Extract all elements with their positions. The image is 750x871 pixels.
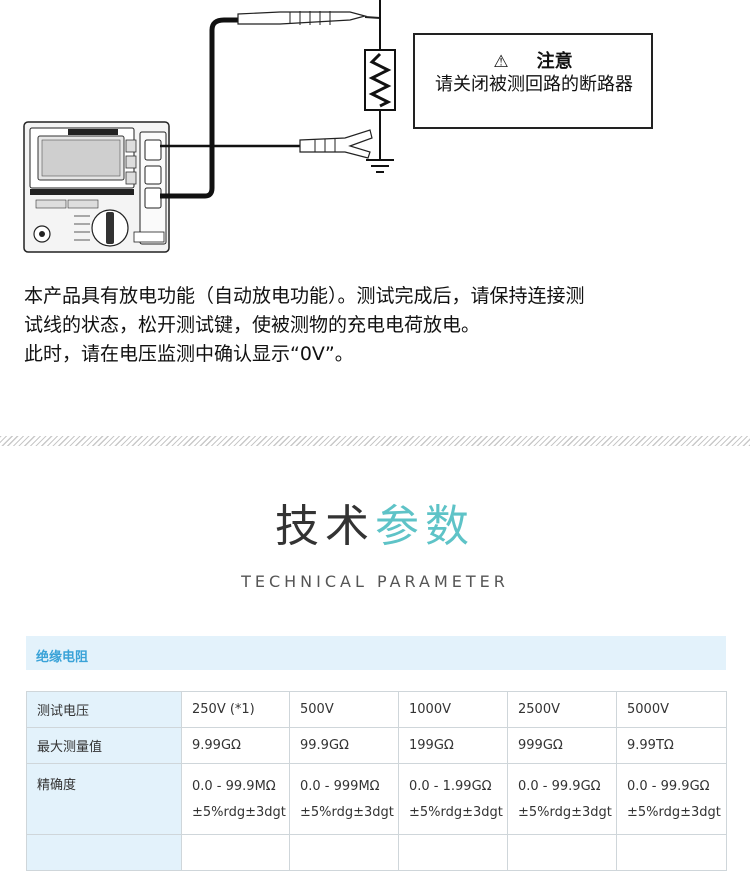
table-row: 精确度 0.0 - 99.9MΩ ±5%rdg±3dgt 0.0 - 999MΩ ±… <box>26 763 727 835</box>
table-cell: 2500V <box>507 691 617 728</box>
table-cell: 199GΩ <box>398 727 508 764</box>
range-text: 0.0 - 999MΩ <box>300 779 380 794</box>
warning-note-box: ⚠ 注意 请关闭被测回路的断路器 <box>413 33 653 129</box>
ground-symbol <box>366 159 394 173</box>
description-line: 试线的状态，松开测试键，使被测物的充电电荷放电。 <box>24 314 481 336</box>
section-title: 技术参数 <box>0 497 750 557</box>
table-cell: 500V <box>289 691 399 728</box>
table-cell: 99.9GΩ <box>289 727 399 764</box>
test-probe <box>237 11 381 25</box>
description-line: 此时，请在电压监测中确认显示“0V”。 <box>24 343 354 365</box>
row-label: 测试电压 <box>26 691 182 728</box>
table-cell <box>507 834 617 871</box>
table-cell <box>289 834 399 871</box>
resistor-symbol <box>364 49 396 111</box>
range-text: 0.0 - 99.9GΩ <box>627 779 710 794</box>
table-cell: 0.0 - 999MΩ ±5%rdg±3dgt <box>289 763 399 835</box>
warning-note-title: ⚠ 注意 <box>415 47 651 73</box>
section-title-part1: 技术 <box>275 501 375 552</box>
table-cell: 9.99GΩ <box>181 727 290 764</box>
warning-note-body: 请关闭被测回路的断路器 <box>435 74 633 95</box>
parameter-table: 测试电压 250V (*1) 500V 1000V 2500V 5000V 最大… <box>26 691 727 871</box>
row-label: 最大测量值 <box>26 727 182 764</box>
table-cell: 250V (*1) <box>181 691 290 728</box>
category-bar: 绝缘电阻 <box>26 636 726 670</box>
accuracy-text: ±5%rdg±3dgt <box>300 805 394 820</box>
warning-triangle-icon: ⚠ <box>493 52 509 72</box>
table-row <box>26 834 727 871</box>
table-cell <box>398 834 508 871</box>
alligator-clip <box>299 129 373 159</box>
section-subtitle: TECHNICAL PARAMETER <box>241 572 509 591</box>
table-cell: 0.0 - 99.9GΩ ±5%rdg±3dgt <box>507 763 617 835</box>
range-text: 0.0 - 99.9MΩ <box>192 779 276 794</box>
table-row: 最大测量值 9.99GΩ 99.9GΩ 199GΩ 999GΩ 9.99TΩ <box>26 727 727 764</box>
wiring-diagram <box>23 0 396 253</box>
hatched-divider <box>0 436 750 446</box>
accuracy-text: ±5%rdg±3dgt <box>518 805 612 820</box>
table-cell: 9.99TΩ <box>616 727 727 764</box>
accuracy-text: ±5%rdg±3dgt <box>627 805 721 820</box>
table-cell: 1000V <box>398 691 508 728</box>
discharge-description: 本产品具有放电功能（自动放电功能）。测试完成后，请保持连接测 试线的状态，松开测… <box>24 282 684 369</box>
row-label <box>26 834 182 871</box>
range-text: 0.0 - 1.99GΩ <box>409 779 492 794</box>
note-title-text: 注意 <box>536 51 573 72</box>
high-voltage-lead <box>160 17 240 199</box>
table-cell <box>181 834 290 871</box>
table-cell: 0.0 - 99.9GΩ ±5%rdg±3dgt <box>616 763 727 835</box>
description-line: 本产品具有放电功能（自动放电功能）。测试完成后，请保持连接测 <box>24 285 585 307</box>
table-cell: 0.0 - 1.99GΩ ±5%rdg±3dgt <box>398 763 508 835</box>
accuracy-text: ±5%rdg±3dgt <box>409 805 503 820</box>
accuracy-text: ±5%rdg±3dgt <box>192 805 286 820</box>
insulation-tester-device <box>23 121 170 253</box>
table-row: 测试电压 250V (*1) 500V 1000V 2500V 5000V <box>26 691 727 728</box>
row-label: 精确度 <box>26 763 182 835</box>
table-cell: 0.0 - 99.9MΩ ±5%rdg±3dgt <box>181 763 290 835</box>
table-cell: 999GΩ <box>507 727 617 764</box>
table-cell: 5000V <box>616 691 727 728</box>
range-text: 0.0 - 99.9GΩ <box>518 779 601 794</box>
section-title-part2: 参数 <box>375 501 475 552</box>
table-cell <box>616 834 727 871</box>
category-label: 绝缘电阻 <box>36 650 89 665</box>
